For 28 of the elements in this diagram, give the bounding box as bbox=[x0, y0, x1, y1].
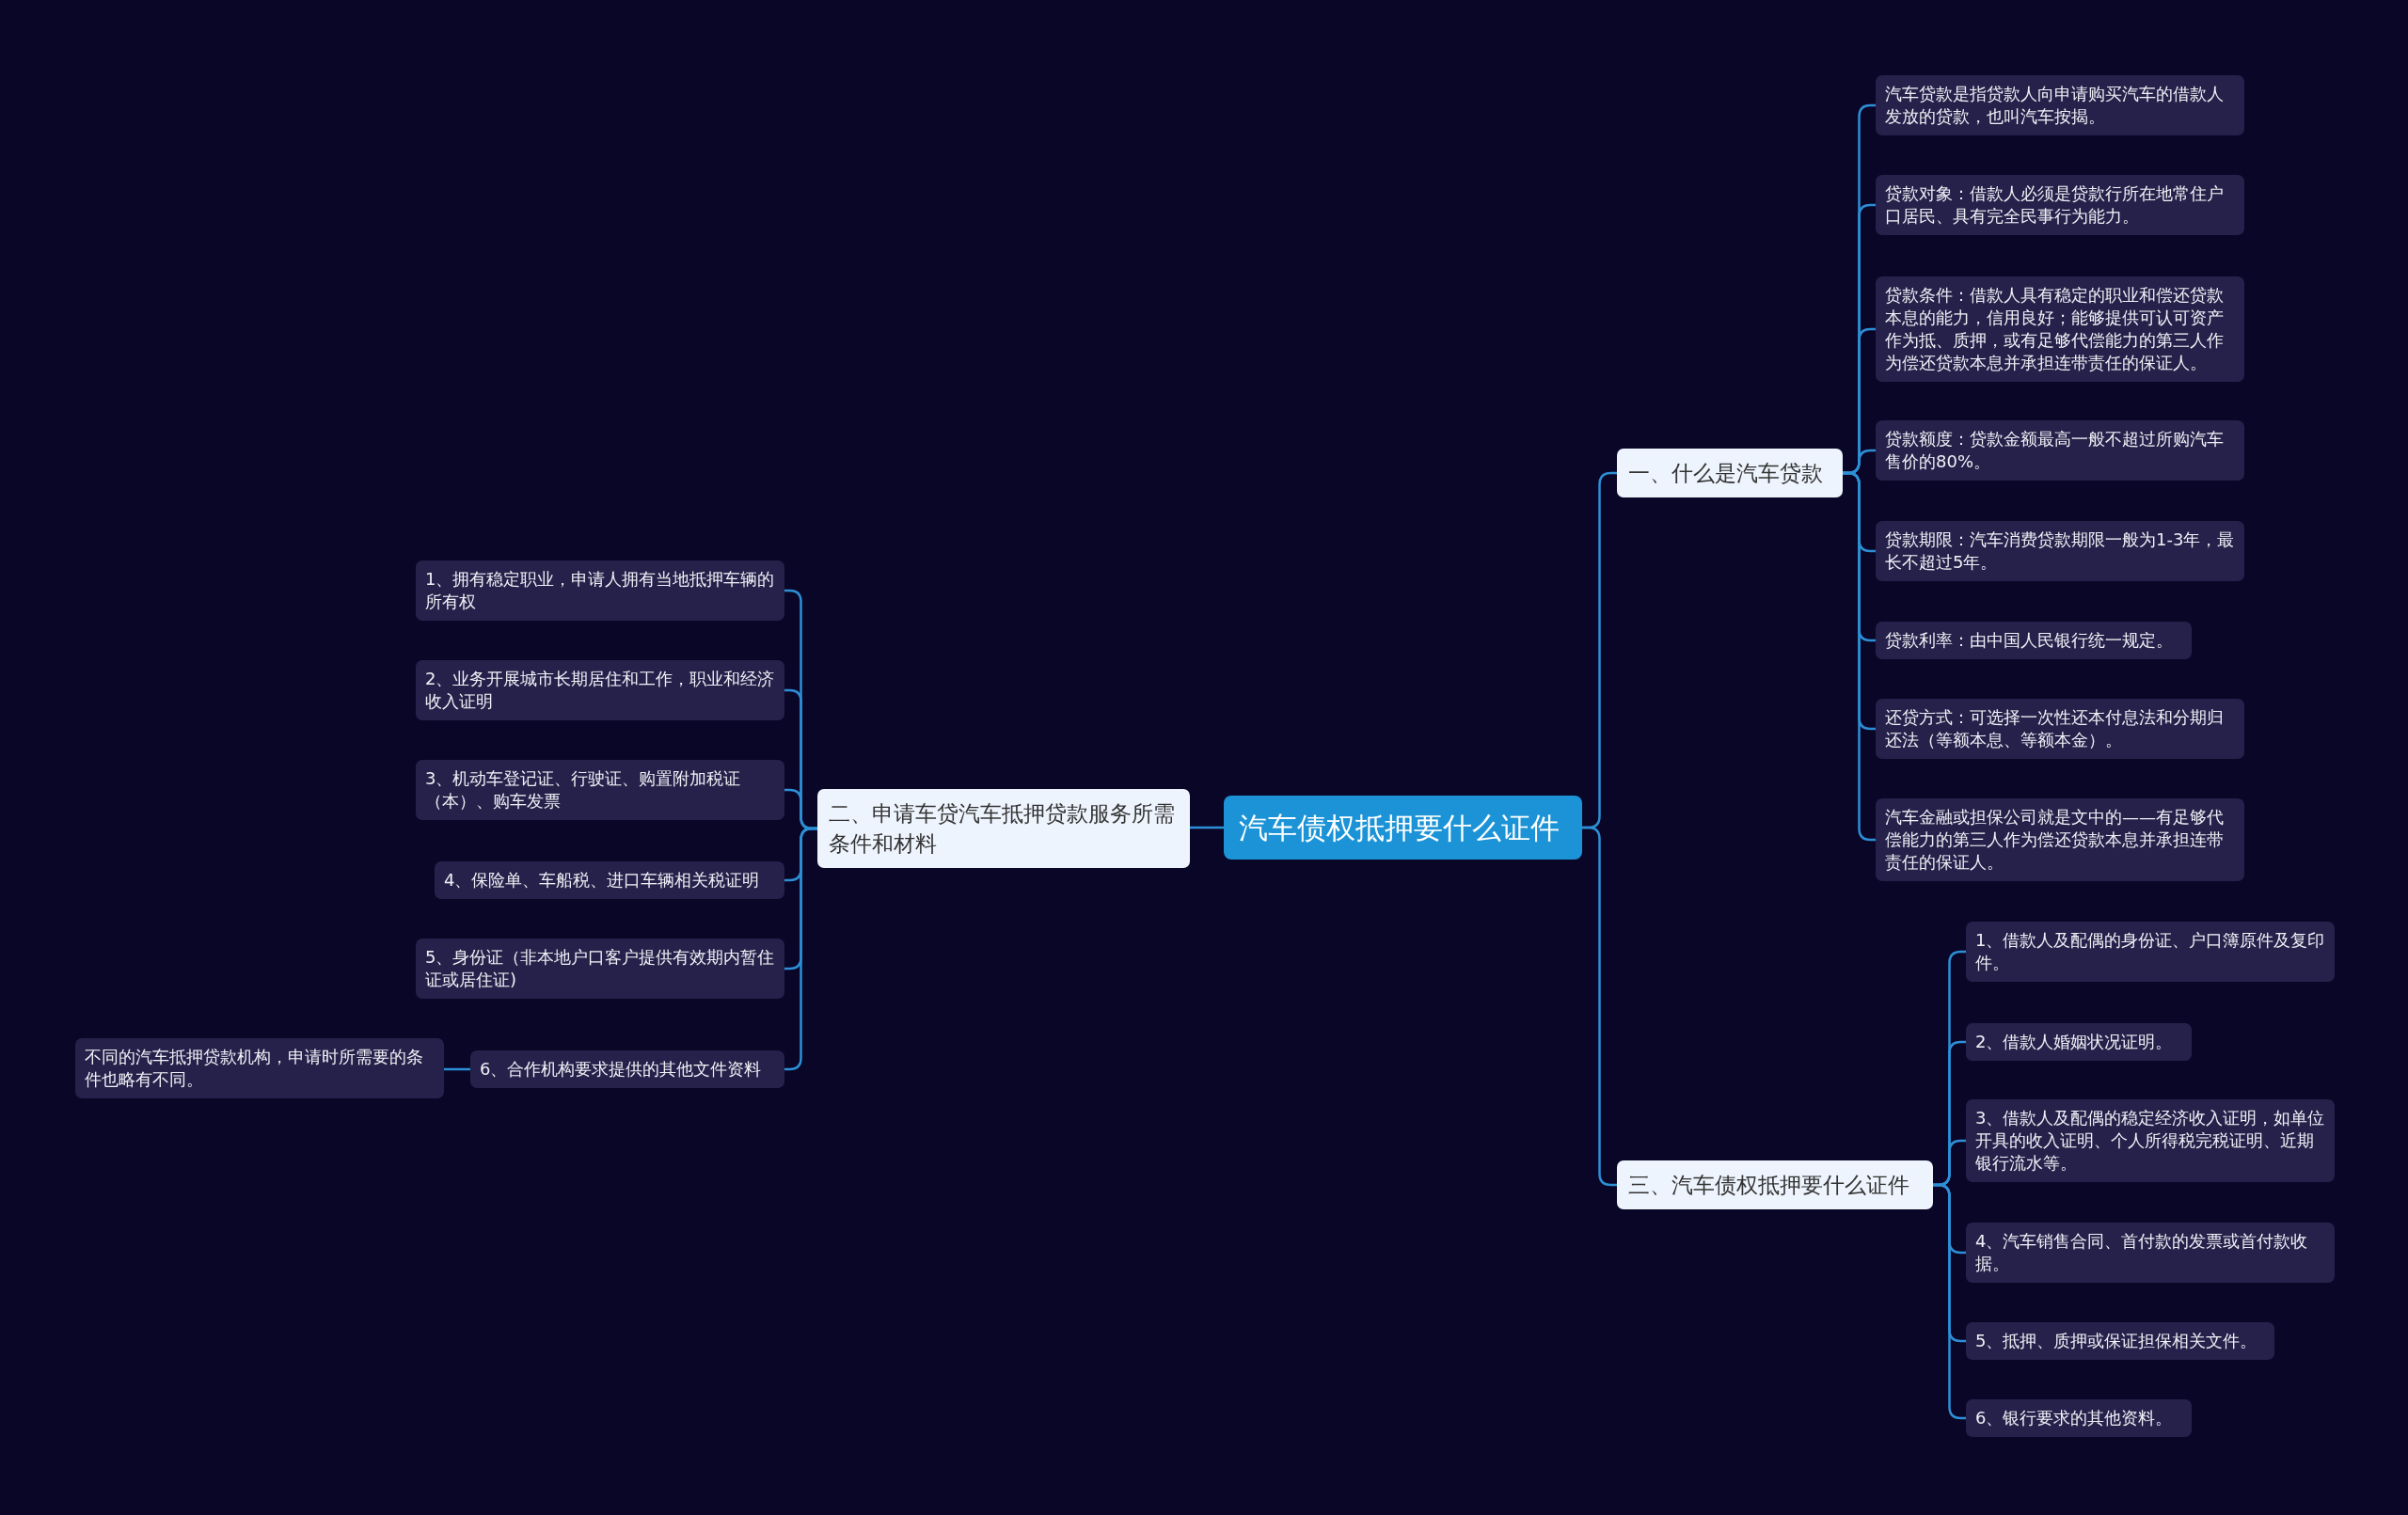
leaf-topic: 1、借款人及配偶的身份证、户口簿原件及复印件。 bbox=[1966, 922, 2335, 982]
leaf-topic: 贷款期限：汽车消费贷款期限一般为1-3年，最长不超过5年。 bbox=[1876, 521, 2244, 581]
connector-line bbox=[1190, 826, 1224, 829]
central-topic: 汽车债权抵押要什么证件 bbox=[1224, 796, 1582, 860]
leaf-topic: 1、拥有稳定职业，申请人拥有当地抵押车辆的所有权 bbox=[416, 560, 784, 621]
branch-topic: 一、什么是汽车贷款 bbox=[1617, 449, 1843, 497]
leaf-topic: 汽车贷款是指贷款人向申请购买汽车的借款人发放的贷款，也叫汽车按揭。 bbox=[1876, 75, 2244, 135]
leaf-topic: 贷款利率：由中国人民银行统一规定。 bbox=[1876, 622, 2192, 659]
leaf-topic: 汽车金融或担保公司就是文中的——有足够代偿能力的第三人作为偿还贷款本息并承担连带责任的保证人。 bbox=[1876, 798, 2244, 881]
leaf-topic: 5、身份证（非本地户口客户提供有效期内暂住证或居住证) bbox=[416, 939, 784, 999]
leaf-topic: 贷款条件：借款人具有稳定的职业和偿还贷款本息的能力，信用良好；能够提供可认可资产作为抵、质押，或有足够代偿能力的第三人作为偿还贷款本息并承担连带责任的保证人。 bbox=[1876, 276, 2244, 382]
leaf-topic: 3、借款人及配偶的稳定经济收入证明，如单位开具的收入证明、个人所得税完税证明、近期银行流水等。 bbox=[1966, 1099, 2335, 1182]
leaf-topic: 2、业务开展城市长期居住和工作，职业和经济收入证明 bbox=[416, 660, 784, 720]
leaf-topic: 3、机动车登记证、行驶证、购置附加税证（本）、购车发票 bbox=[416, 760, 784, 820]
connector-line bbox=[444, 1067, 470, 1071]
branch-topic: 二、申请车贷汽车抵押贷款服务所需条件和材料 bbox=[817, 789, 1190, 868]
leaf-topic: 4、汽车销售合同、首付款的发票或首付款收据。 bbox=[1966, 1223, 2335, 1283]
leaf-topic: 4、保险单、车船税、进口车辆相关税证明 bbox=[435, 861, 784, 899]
leaf-topic: 贷款额度：贷款金额最高一般不超过所购汽车售价的80%。 bbox=[1876, 420, 2244, 481]
leaf-topic: 不同的汽车抵押贷款机构，申请时所需要的条件也略有不同。 bbox=[75, 1038, 444, 1098]
leaf-topic: 6、银行要求的其他资料。 bbox=[1966, 1399, 2192, 1437]
leaf-topic: 贷款对象：借款人必须是贷款行所在地常住户口居民、具有完全民事行为能力。 bbox=[1876, 175, 2244, 235]
leaf-topic: 还贷方式：可选择一次性还本付息法和分期归还法（等额本息、等额本金）。 bbox=[1876, 699, 2244, 759]
branch-topic: 三、汽车债权抵押要什么证件 bbox=[1617, 1160, 1933, 1209]
leaf-topic: 2、借款人婚姻状况证明。 bbox=[1966, 1023, 2192, 1061]
leaf-topic: 6、合作机构要求提供的其他文件资料 bbox=[470, 1050, 784, 1088]
leaf-topic: 5、抵押、质押或保证担保相关文件。 bbox=[1966, 1322, 2274, 1360]
connector-line bbox=[1582, 826, 1617, 1187]
